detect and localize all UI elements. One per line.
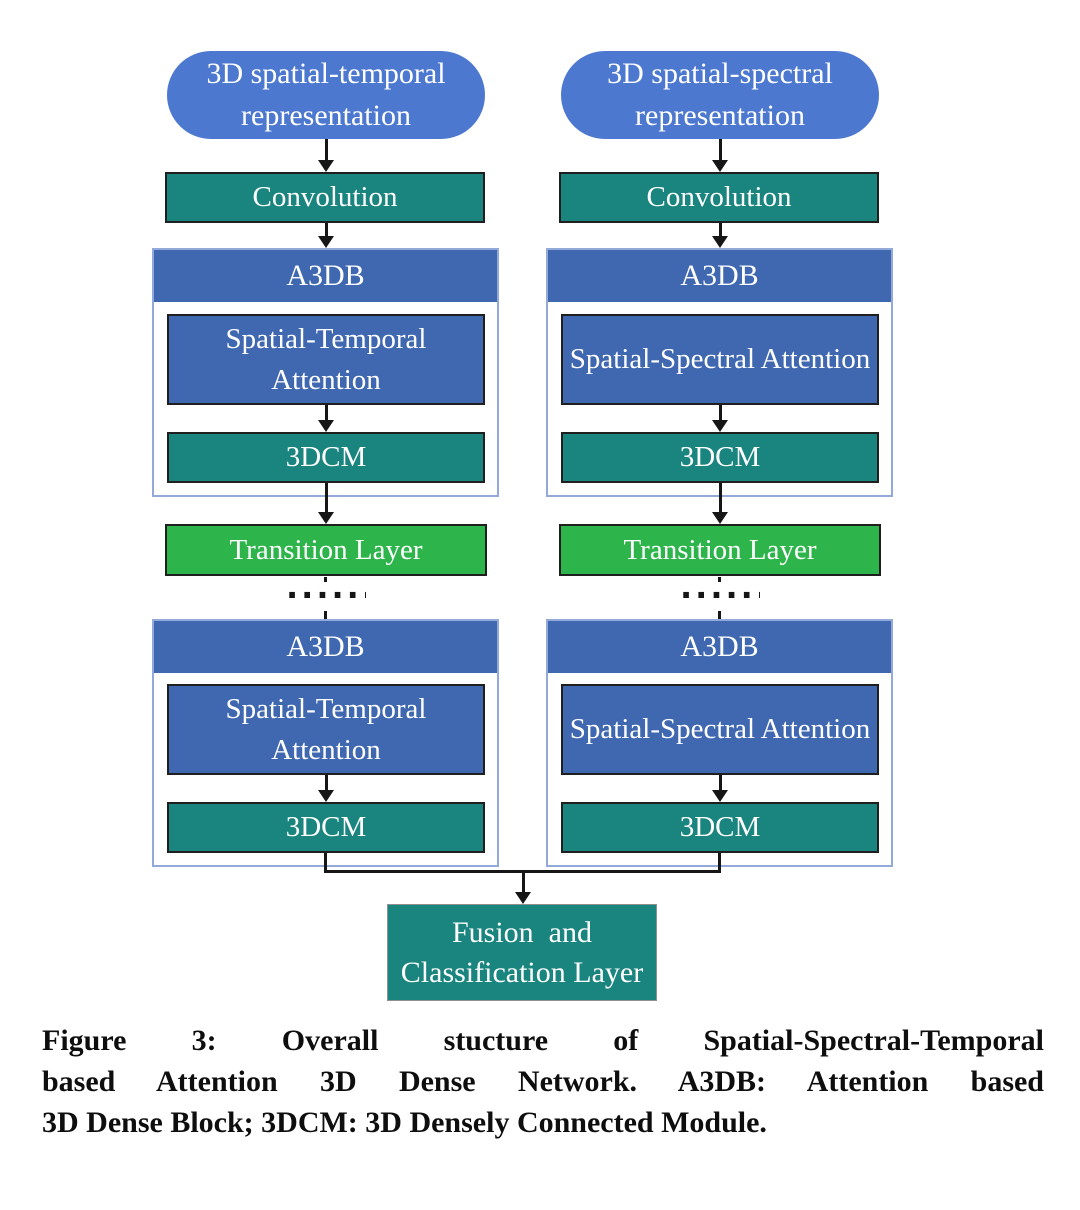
arrow-down-icon [712, 483, 728, 524]
convolution-box-right: Convolution [559, 172, 879, 223]
attention-box-left-2: Spatial-Temporal Attention [167, 684, 485, 775]
connector-tick [324, 577, 327, 582]
attention-box-right-1: Spatial-Spectral Attention [561, 314, 879, 405]
a3db-header: A3DB [548, 621, 891, 673]
figure-caption: Figure 3: Overall stucture of Spatial-Sp… [42, 1020, 1044, 1143]
arrow-down-icon [712, 223, 728, 248]
connector-tick [718, 577, 721, 582]
arrow-down-icon [712, 139, 728, 172]
attention-box-left-1: Spatial-Temporal Attention [167, 314, 485, 405]
a3db-header: A3DB [154, 250, 497, 302]
arrow-down-icon [712, 405, 728, 432]
module-box-right-1: 3DCM [561, 432, 879, 483]
module-box-left-2: 3DCM [167, 802, 485, 853]
module-box-right-2: 3DCM [561, 802, 879, 853]
input-node-spatial-temporal: 3D spatial-temporal representation [167, 51, 485, 139]
attention-box-right-2: Spatial-Spectral Attention [561, 684, 879, 775]
arrow-down-icon [318, 405, 334, 432]
a3db-header: A3DB [154, 621, 497, 673]
transition-layer-left: Transition Layer [165, 524, 487, 576]
input-node-spatial-spectral: 3D spatial-spectral representation [561, 51, 879, 139]
arrow-down-icon [318, 483, 334, 524]
connector-tick [324, 611, 327, 619]
arrow-down-icon [318, 139, 334, 172]
fusion-line-1: Fusion and [451, 915, 592, 949]
caption-line: 3D Dense Block; 3DCM: 3D Densely Connect… [42, 1106, 767, 1139]
convolution-box-left: Convolution [165, 172, 485, 223]
a3db-header: A3DB [548, 250, 891, 302]
transition-layer-right: Transition Layer [559, 524, 881, 576]
module-box-left-1: 3DCM [167, 432, 485, 483]
merge-connector-line [324, 870, 721, 873]
arrow-down-icon [318, 775, 334, 802]
connector-line [324, 853, 327, 873]
fusion-line-2: Classification Layer [400, 955, 644, 989]
fusion-classification-box: Fusion and Classification Layer [387, 904, 657, 1001]
caption-line: Figure 3: Overall stucture of Spatial-Sp… [42, 1024, 1044, 1057]
continuation-dots: ...... [286, 572, 366, 606]
arrow-down-icon [318, 223, 334, 248]
arrow-down-icon [712, 775, 728, 802]
connector-line [718, 853, 721, 873]
connector-tick [718, 611, 721, 619]
continuation-dots: ...... [680, 572, 760, 606]
arrow-down-icon [515, 872, 531, 904]
caption-line: based Attention 3D Dense Network. A3DB: … [42, 1065, 1044, 1098]
